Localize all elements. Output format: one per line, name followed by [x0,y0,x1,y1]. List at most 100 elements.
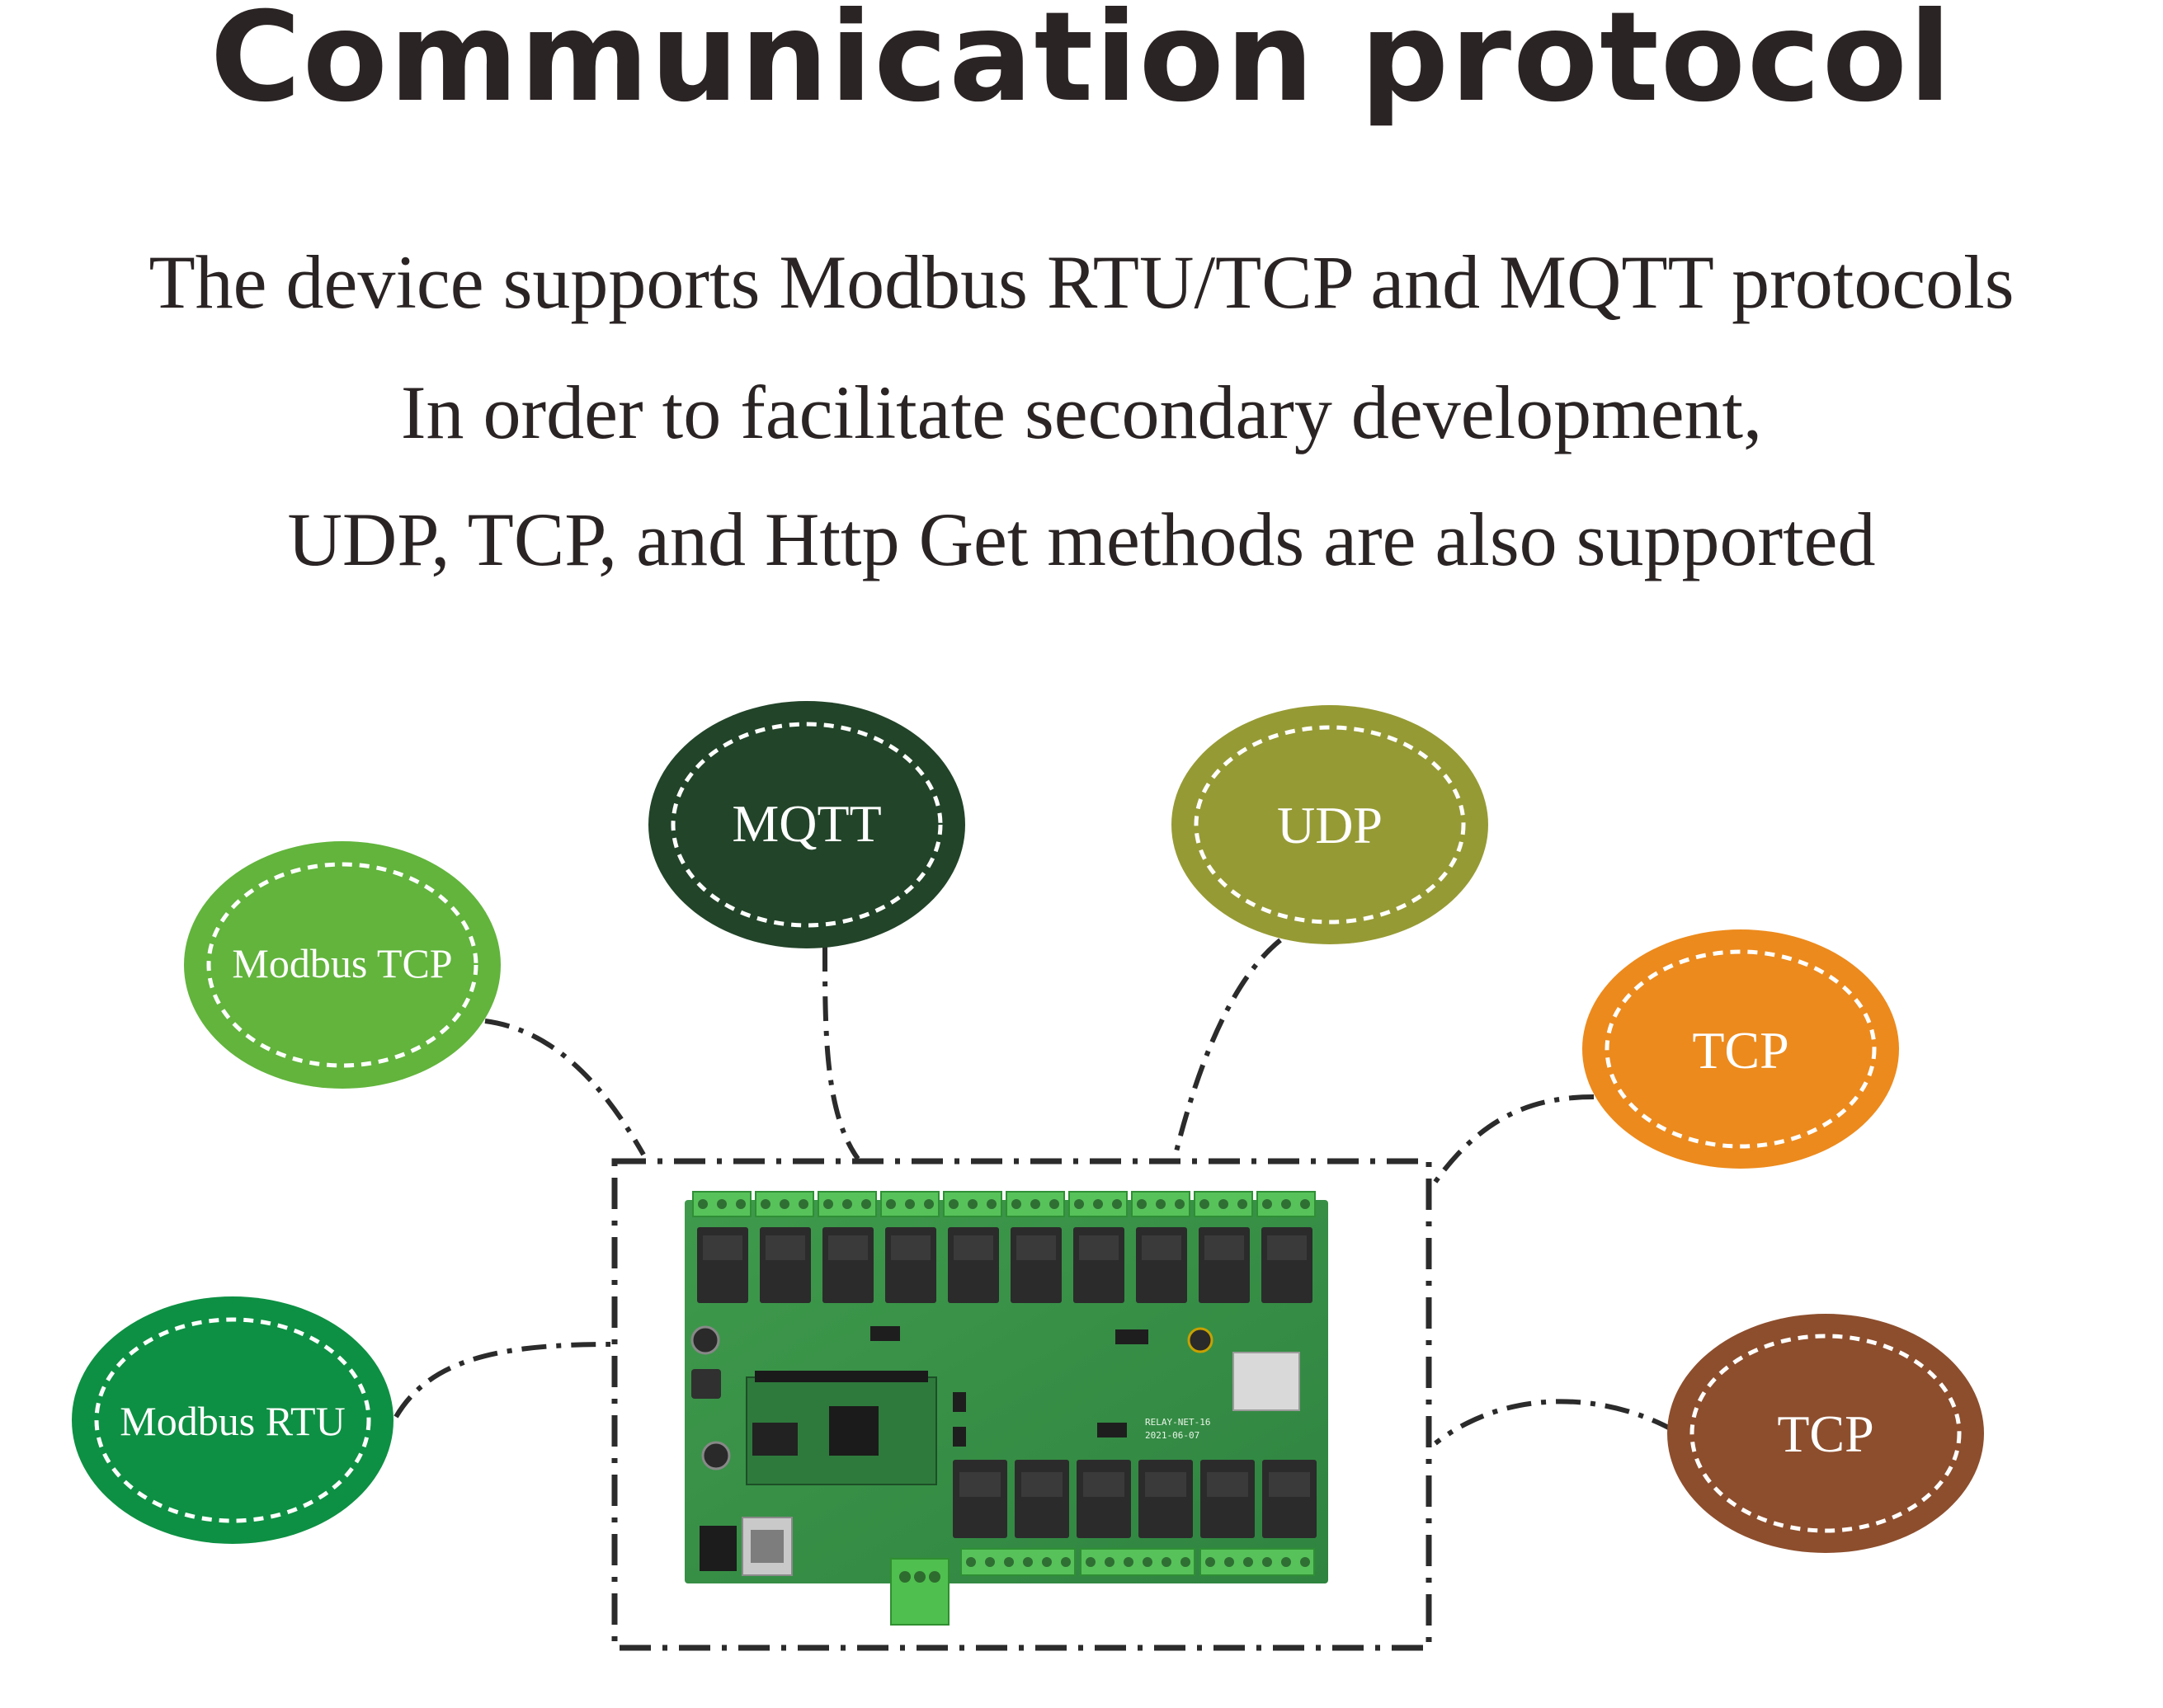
relay-top [828,1235,868,1260]
terminal-screw [987,1199,997,1209]
relay [1262,1460,1317,1538]
terminal-screw [1180,1557,1190,1567]
connector-tcp-brown [1434,1399,1676,1446]
relay-top [954,1235,993,1260]
bottom-terminal-blocks [960,1548,1315,1576]
connector-udp [1173,938,1282,1155]
mcu-chip [829,1406,879,1456]
relay-top [891,1235,931,1260]
capacitor-3 [1187,1327,1213,1353]
node-label-udp: UDP [1277,796,1383,854]
ic-chip-4 [953,1392,966,1412]
board-date-text: 2021-06-07 [1145,1430,1199,1441]
terminal-screw [1300,1199,1310,1209]
terminal-screw [1030,1199,1040,1209]
relay-top [1267,1235,1307,1260]
node-label-modbus-tcp: Modbus TCP [232,940,452,986]
relay [953,1460,1007,1538]
terminal-screw [1199,1199,1209,1209]
terminal-screw [717,1199,727,1209]
terminal-screw [1023,1557,1033,1567]
terminal-screw [1281,1199,1291,1209]
terminal-screw [1262,1557,1272,1567]
node-modbus-rtu: Modbus RTU [72,1296,393,1544]
terminal-block [1199,1548,1315,1576]
relay-top [1204,1235,1244,1260]
node-udp: UDP [1171,705,1488,944]
connector-mqtt [822,946,860,1160]
node-tcp-brown: TCP [1667,1314,1984,1553]
relay [1200,1460,1255,1538]
ic-chip-1 [870,1326,900,1341]
rs485-connector [890,1558,950,1626]
terminal-screw [780,1199,789,1209]
connector-lines [393,938,1676,1446]
terminal-screw [698,1199,708,1209]
rs485-screw-2 [914,1571,926,1583]
terminal-screw [1042,1557,1052,1567]
terminal-screw [736,1199,746,1209]
terminal-screw [905,1199,915,1209]
terminal-screw [799,1199,808,1209]
terminal-screw [949,1199,959,1209]
node-tcp-orange: TCP [1582,929,1899,1169]
node-label-mqtt: MQTT [732,794,881,853]
capacitor-2 [701,1441,731,1470]
node-label-tcp-orange: TCP [1692,1021,1788,1080]
terminal-screw [1237,1199,1247,1209]
page-title: Communication protocol [210,0,1953,129]
terminal-screw [1300,1557,1310,1567]
capacitor-1 [690,1325,720,1355]
relay-top [1021,1472,1063,1497]
terminal-screw [985,1557,995,1567]
top-terminal-blocks [692,1191,1316,1217]
terminal-screw [1093,1199,1103,1209]
terminal-screw [966,1557,976,1567]
header-pins [755,1371,928,1382]
ic-chip-3 [1097,1423,1127,1437]
relay-top [1269,1472,1310,1497]
relay-top [1083,1472,1124,1497]
wireless-module [1232,1352,1300,1411]
terminal-screw [1105,1557,1114,1567]
terminal-screw [1205,1557,1215,1567]
terminal-screw [924,1199,934,1209]
terminal-screw [1262,1199,1272,1209]
board-model-text: RELAY-NET-16 [1145,1417,1210,1428]
terminal-screw [1224,1557,1234,1567]
relay-top [1079,1235,1119,1260]
relay-top [1142,1235,1181,1260]
description-line-2: In order to facilitate secondary develop… [400,370,1763,454]
relay [1077,1460,1131,1538]
relay-board: RELAY-NET-16 2021-06-07 [685,1191,1328,1626]
description-line-3: UDP, TCP, and Http Get methods are also … [287,497,1876,581]
description-line-1: The device supports Modbus RTU/TCP and M… [148,240,2015,324]
relay-top [766,1235,805,1260]
terminal-screw [1243,1557,1253,1567]
terminal-screw [1011,1199,1021,1209]
ic-chip-5 [953,1427,966,1447]
ethernet-port-socket [751,1530,784,1563]
terminal-screw [1124,1557,1133,1567]
node-mqtt: MQTT [648,701,965,948]
ic-chip-2 [1115,1329,1148,1344]
terminal-screw [1156,1199,1166,1209]
terminal-block [1080,1548,1195,1576]
terminal-screw [842,1199,852,1209]
terminal-block [960,1548,1076,1576]
node-modbus-tcp: Modbus TCP [184,841,501,1089]
terminal-screw [1112,1199,1122,1209]
terminal-screw [1049,1199,1059,1209]
device-frame [611,1158,1432,1651]
terminal-screw [1004,1557,1014,1567]
rs485-screw-3 [929,1571,940,1583]
rs485-screw-1 [899,1571,911,1583]
relay-top [959,1472,1001,1497]
terminal-screw [1143,1557,1152,1567]
relay [1015,1460,1069,1538]
connector-tcp-orange [1429,1094,1595,1189]
power-jack [700,1526,737,1571]
terminal-screw [1137,1199,1147,1209]
terminal-screw [861,1199,871,1209]
